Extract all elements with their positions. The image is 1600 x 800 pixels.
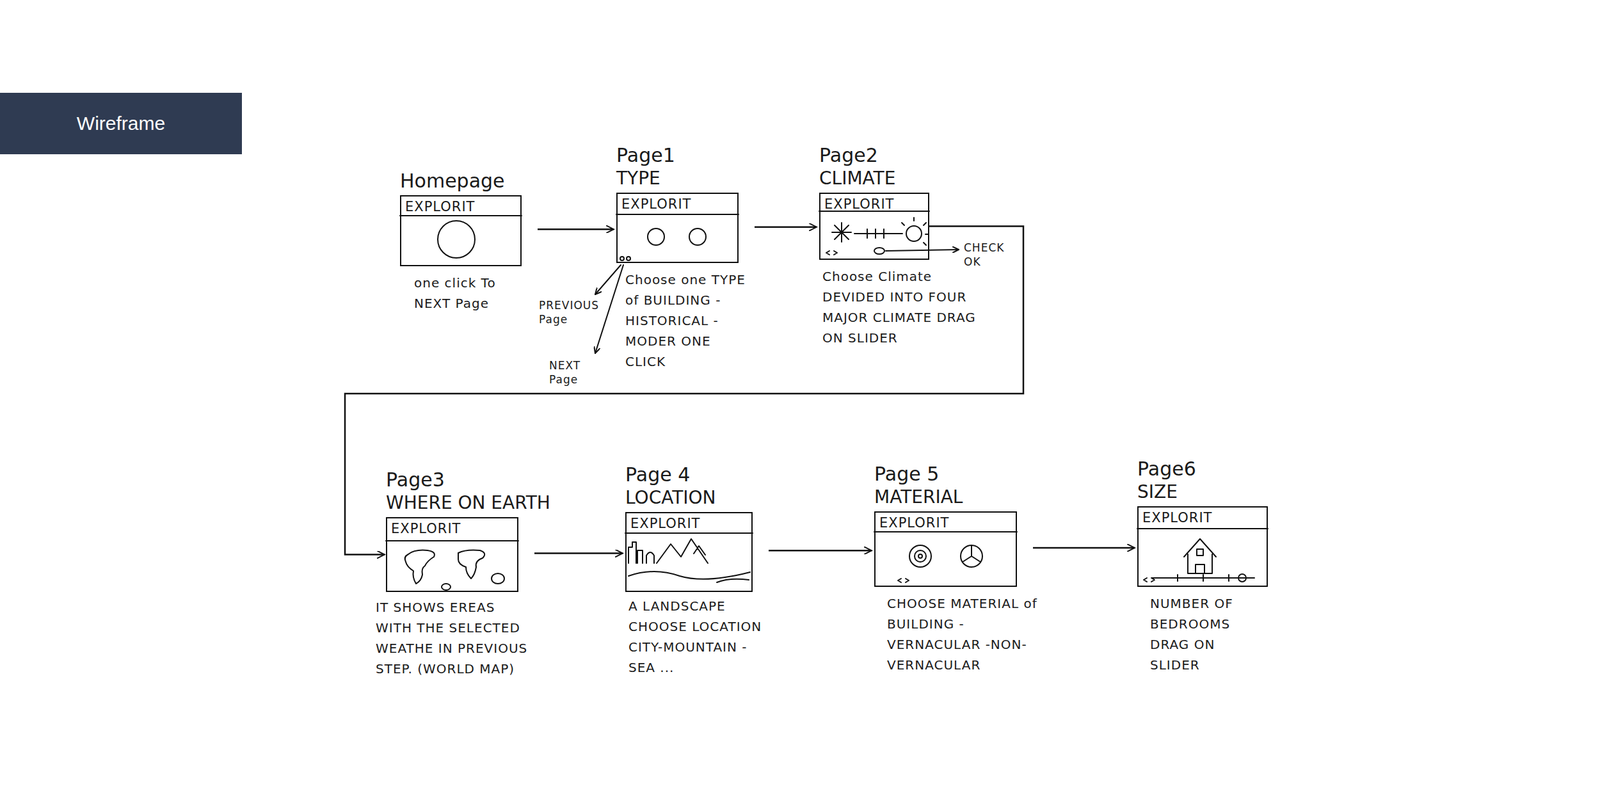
page-heading: SIZE [1137, 480, 1197, 504]
title-text: Wireframe [76, 112, 166, 135]
screen-box: Page 5MATERIALEXPLORITCHOOSE MATERIAL of… [874, 511, 1017, 587]
page-heading: WHERE ON EARTH [385, 491, 551, 515]
flow-arrow [537, 228, 614, 231]
page-heading: CLIMATE [819, 167, 896, 191]
title-band: Wireframe [0, 92, 242, 155]
screen-box: Page3WHERE ON EARTHEXPLORITIT SHOWS EREA… [385, 517, 519, 592]
page-heading: Homepage [400, 169, 505, 193]
page-heading-group: Page1TYPE [616, 144, 676, 191]
page-note: Choose Climate DEVIDED INTO FOUR MAJOR C… [822, 266, 976, 349]
house-slider [1143, 538, 1255, 582]
app-name: EXPLORIT [391, 520, 461, 537]
flow-arrow [1032, 547, 1135, 550]
page-heading-group: Homepage [400, 169, 505, 193]
page-heading-group: Page2CLIMATE [819, 144, 896, 191]
climate-slider [826, 217, 929, 255]
page-heading: Page3 [385, 468, 551, 492]
page-note: one click To NEXT Page [414, 272, 523, 314]
page-note: NUMBER OF BEDROOMS DRAG ON SLIDER [1150, 593, 1253, 676]
landscape [628, 538, 751, 583]
app-name: EXPLORIT [621, 196, 692, 212]
note-label: CHECK OK [963, 240, 1022, 269]
world-map [405, 550, 505, 591]
page-heading: MATERIAL [874, 485, 963, 509]
screen-box: Page1TYPEEXPLORITChoose one TYPE of BUIL… [616, 192, 739, 264]
start-circle [437, 220, 475, 258]
page-heading-group: Page3WHERE ON EARTH [385, 468, 551, 515]
page-heading: Page 4 [625, 463, 717, 487]
page-heading: Page6 [1137, 457, 1197, 481]
page-note: IT SHOWS EREAS WITH THE SELECTED WEATHE … [375, 597, 536, 680]
material-options [897, 545, 983, 583]
app-name: EXPLORIT [879, 515, 950, 531]
app-name: EXPLORIT [1142, 510, 1213, 526]
screen-box: HomepageEXPLORITone click To NEXT Page [400, 195, 522, 267]
note-label: PREVIOUS Page [538, 298, 603, 327]
page-heading-group: Page 5MATERIAL [874, 462, 963, 509]
page-note: A LANDSCAPE CHOOSE LOCATION CITY-MOUNTAI… [628, 595, 767, 678]
page-note: Choose one TYPE of BUILDING -HISTORICAL … [625, 269, 747, 372]
app-name: EXPLORIT [824, 196, 895, 212]
app-name: EXPLORIT [405, 199, 475, 215]
note-label: NEXT Page [549, 358, 601, 387]
type-options [620, 228, 706, 261]
app-name: EXPLORIT [630, 515, 701, 532]
page-heading: TYPE [616, 167, 676, 191]
screen-box: Page6SIZEEXPLORITNUMBER OF BEDROOMS DRAG… [1137, 506, 1268, 587]
page-heading-group: Page6SIZE [1137, 457, 1197, 504]
header-rule [385, 211, 1268, 541]
page-heading: LOCATION [625, 486, 717, 510]
flow-arrow [754, 226, 817, 229]
page-note: CHOOSE MATERIAL of BUILDING -VERNACULAR … [887, 593, 1048, 676]
screen-box: Page 4LOCATIONEXPLORITA LANDSCAPE CHOOSE… [625, 512, 753, 592]
page-heading: Page2 [819, 144, 896, 168]
flow-arrow [534, 552, 623, 555]
page-heading: Page1 [616, 144, 676, 168]
page-heading-group: Page 4LOCATION [625, 463, 717, 510]
screen-box: Page2CLIMATEEXPLORITChoose Climate DEVID… [819, 192, 930, 260]
flow-arrow [344, 226, 1024, 555]
flow-arrow [768, 549, 872, 552]
page-heading: Page 5 [874, 462, 963, 486]
